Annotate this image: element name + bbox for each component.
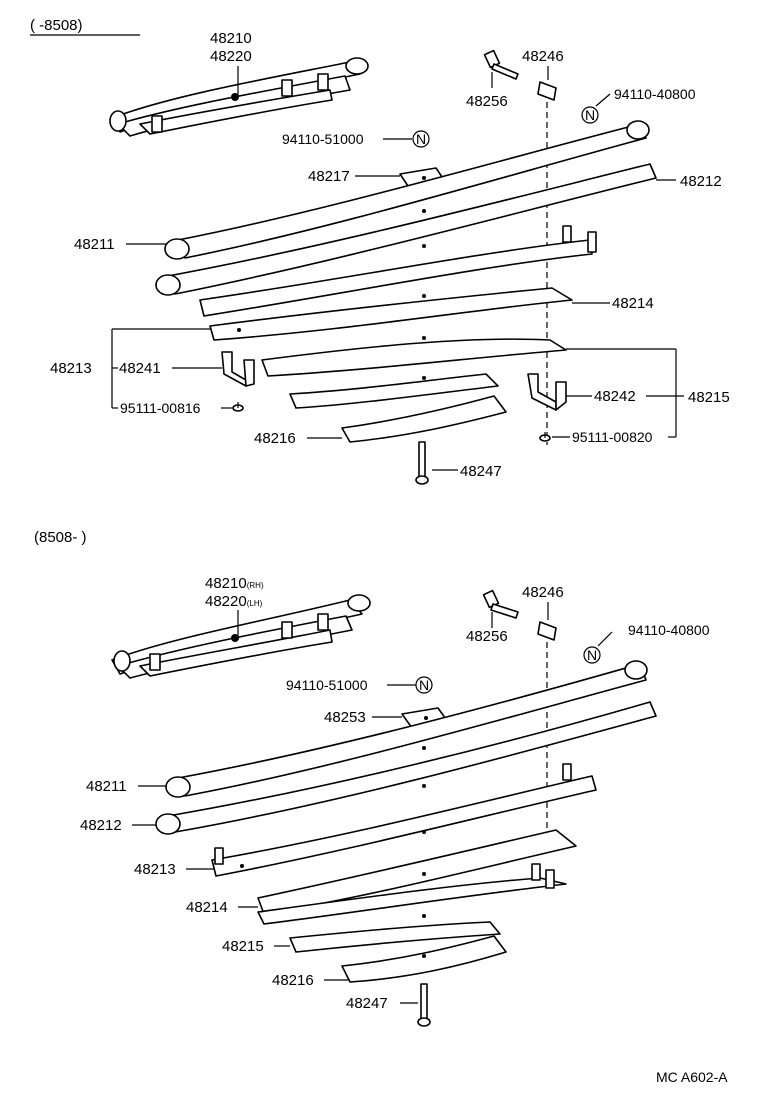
label-assy-lh: 48220	[210, 48, 252, 65]
label-assy-rh: 48210	[210, 30, 252, 47]
center-nut-icon	[231, 93, 239, 101]
rivet-b-part	[539, 432, 551, 442]
rivet-a-part	[232, 402, 244, 412]
center-bolt-part	[415, 441, 429, 485]
label-leaf-no1-2: 48211	[86, 778, 127, 795]
leaf-no3	[199, 225, 597, 317]
leaf-no1-2	[165, 660, 648, 798]
range-label-2: (8508- )	[34, 529, 87, 546]
label-leaf-no1: 48211	[74, 236, 115, 253]
range-label: ( -8508)	[30, 17, 83, 34]
figure-code: MC A602-A	[656, 1069, 728, 1085]
label-leaf-no4-2: 48214	[186, 899, 228, 916]
label-nut: 94110-51000	[282, 131, 364, 147]
center-bolt-part-2	[417, 983, 431, 1027]
center-nut-icon-2	[231, 634, 239, 642]
bolt-part	[483, 49, 519, 80]
section-1: ( -8508) 48210 48220 94110-51000 N 48217	[30, 17, 730, 485]
label-rivet-b: 95111-00820	[572, 429, 653, 445]
label-pin-2: 48246	[522, 584, 564, 601]
label-nut-n-2: 94110-40800	[628, 622, 710, 638]
leaf-no4	[209, 287, 573, 341]
bolt-part-2	[482, 589, 519, 619]
nut-n-icon-2: N	[581, 106, 599, 124]
svg-text:N: N	[416, 131, 426, 147]
label-leaf-no5-2: 48215	[222, 938, 264, 955]
leaf-no7-2	[341, 935, 507, 983]
label-nut-2: 94110-51000	[286, 677, 368, 693]
label-leaf-no5: 48215	[688, 389, 730, 406]
clip-b-part	[527, 373, 567, 411]
leaf-no2	[155, 163, 657, 296]
label-leaf-no3-2: 48213	[134, 861, 176, 878]
section-2: (8508- ) 48210(RH) 48220(LH) 48256	[34, 529, 710, 1027]
spring-assembly-thumbnail	[109, 57, 369, 137]
label-nut-n: 94110-40800	[614, 86, 696, 102]
nut-n-icon-4: N	[415, 676, 433, 694]
leaf-no2-2	[155, 701, 657, 835]
label-plate: 48217	[308, 168, 350, 185]
label-center-bolt-2: 48247	[346, 995, 388, 1012]
pin-part	[537, 81, 557, 101]
svg-text:N: N	[585, 107, 595, 123]
clip-a-part	[221, 351, 255, 387]
pin-part-2	[537, 621, 557, 641]
leaf-no5-2	[257, 863, 567, 925]
leaf-no6	[289, 373, 499, 409]
label-leaf-no6: 48216	[254, 430, 296, 447]
label-leaf-no3: 48213	[50, 360, 92, 377]
label-pin: 48246	[522, 48, 564, 65]
label-plate-2: 48253	[324, 709, 366, 726]
label-rivet-a: 95111-00816	[120, 400, 201, 416]
label-bolt-2: 48256	[466, 628, 508, 645]
svg-text:N: N	[419, 677, 429, 693]
nut-n-icon: N	[412, 130, 430, 148]
leaf-no7	[341, 395, 507, 443]
label-clip-b: 48242	[594, 388, 636, 405]
label-leaf-no2: 48212	[680, 173, 722, 190]
label-assy-lh-2: 48220(LH)	[205, 593, 263, 610]
leaf-no3-2	[211, 763, 597, 877]
label-clip-a: 48241	[119, 360, 161, 377]
spring-assembly-thumbnail-2	[111, 594, 371, 679]
label-bolt: 48256	[466, 93, 508, 110]
label-center-bolt: 48247	[460, 463, 502, 480]
leaf-no4-2	[257, 829, 577, 915]
label-assy-rh-2: 48210(RH)	[205, 575, 264, 592]
leaf-no1	[164, 120, 650, 260]
label-leaf-no6-2: 48216	[272, 972, 314, 989]
leaf-no5	[261, 338, 567, 380]
leaf-no6-2	[289, 921, 501, 953]
svg-text:N: N	[587, 647, 597, 663]
label-leaf-no2-2: 48212	[80, 817, 122, 834]
nut-n-icon-3: N	[583, 646, 601, 664]
label-leaf-no4: 48214	[612, 295, 654, 312]
